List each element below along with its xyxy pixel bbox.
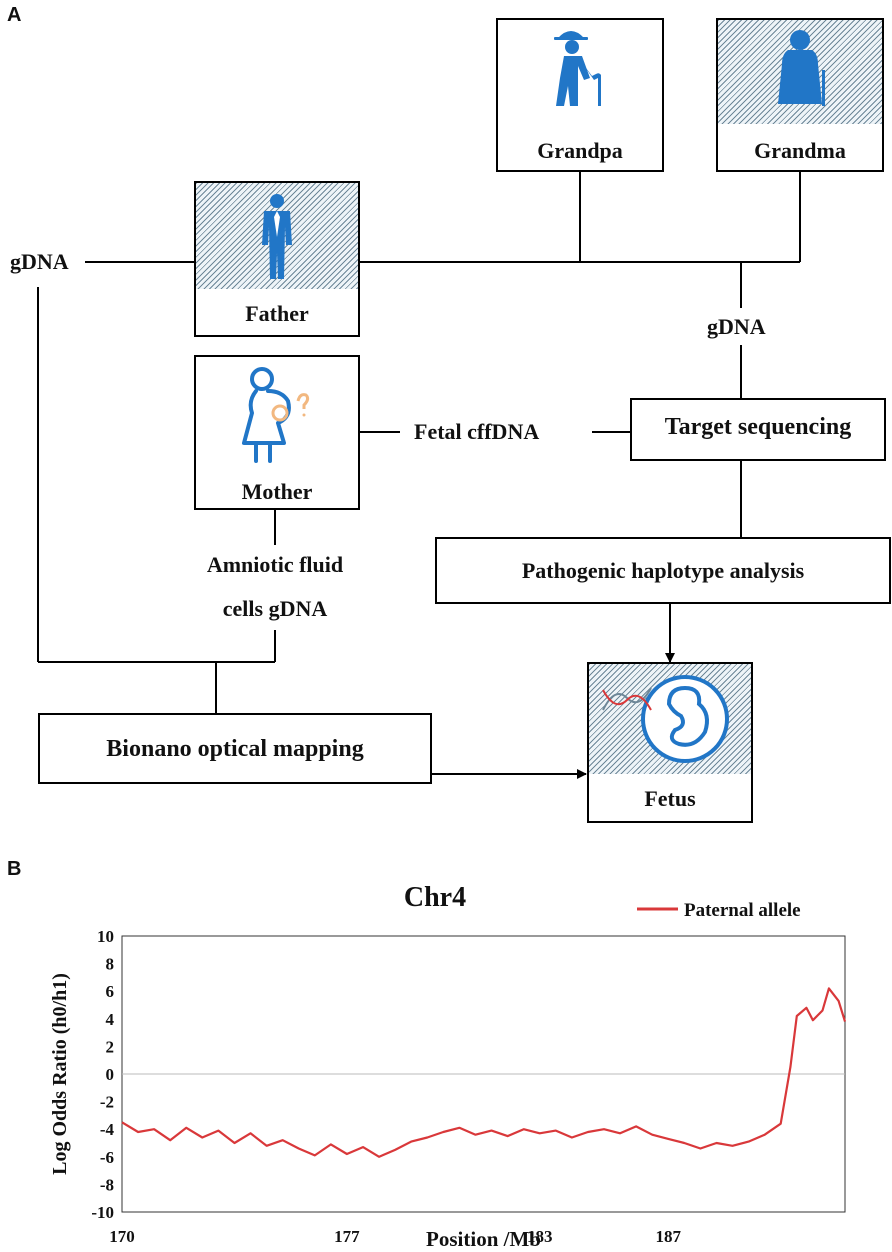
chart-title: Chr4 <box>403 882 467 913</box>
y-tick-label: -10 <box>91 1203 114 1222</box>
grandpa-label: Grandpa <box>537 138 623 163</box>
mother-label: Mother <box>241 479 313 504</box>
target-sequencing-label: Target sequencing <box>664 414 852 440</box>
x-tick-label: 177 <box>334 1227 360 1246</box>
father-box: Father <box>194 181 360 337</box>
dna-icon <box>602 687 652 711</box>
y-tick-label: 0 <box>106 1065 115 1084</box>
x-tick-label: 183 <box>527 1227 553 1246</box>
target-sequencing-box: Target sequencing <box>630 398 886 461</box>
panel-label-a: A <box>7 4 22 26</box>
y-tick-label: -2 <box>100 1093 114 1112</box>
grandma-box: Grandma <box>716 18 884 172</box>
legend-label: Paternal allele <box>684 900 801 921</box>
y-tick-label: -4 <box>100 1120 115 1139</box>
y-tick-label: -8 <box>100 1175 114 1194</box>
x-tick-label: 170 <box>109 1227 135 1246</box>
fetus-icon <box>641 675 729 763</box>
y-tick-label: -6 <box>100 1148 114 1167</box>
old-man-cane-icon <box>554 31 601 106</box>
grandpa-box: Grandpa <box>496 18 664 172</box>
pathogenic-haplotype-label: Pathogenic haplotype analysis <box>521 558 805 583</box>
grandma-label: Grandma <box>754 138 846 163</box>
y-tick-label: 4 <box>106 1010 115 1029</box>
diagram-connectors <box>37 172 801 779</box>
y-tick-label: 2 <box>106 1037 115 1056</box>
pregnant-woman-icon <box>242 367 310 463</box>
y-tick-label: 8 <box>106 955 115 974</box>
bionano-label: Bionano optical mapping <box>106 736 364 762</box>
panel-label-b: B <box>7 858 22 880</box>
y-tick-label: 10 <box>97 927 114 946</box>
gdna-right-label: gDNA <box>707 314 766 339</box>
gdna-left-label: gDNA <box>10 249 69 274</box>
y-axis-label: Log Odds Ratio (h0/h1) <box>49 973 71 1175</box>
series-line-paternal-allele <box>121 987 847 1158</box>
y-tick-label: 6 <box>106 982 115 1001</box>
man-in-suit-icon <box>262 194 292 279</box>
x-tick-label: 187 <box>656 1227 682 1246</box>
amniotic-fluid-label-1: Amniotic fluid <box>206 552 344 577</box>
amniotic-fluid-label-2: cells gDNA <box>222 596 328 621</box>
fetus-label: Fetus <box>644 786 696 811</box>
father-label: Father <box>245 301 309 326</box>
pathogenic-haplotype-box: Pathogenic haplotype analysis <box>435 537 891 604</box>
mother-box: Mother <box>194 355 360 510</box>
x-axis-label: Position /Mb <box>426 1227 541 1251</box>
old-woman-icon <box>778 30 825 106</box>
fetus-box: Fetus <box>587 662 753 823</box>
bionano-box: Bionano optical mapping <box>38 713 432 784</box>
fetal-cffdna-label: Fetal cffDNA <box>414 419 540 444</box>
